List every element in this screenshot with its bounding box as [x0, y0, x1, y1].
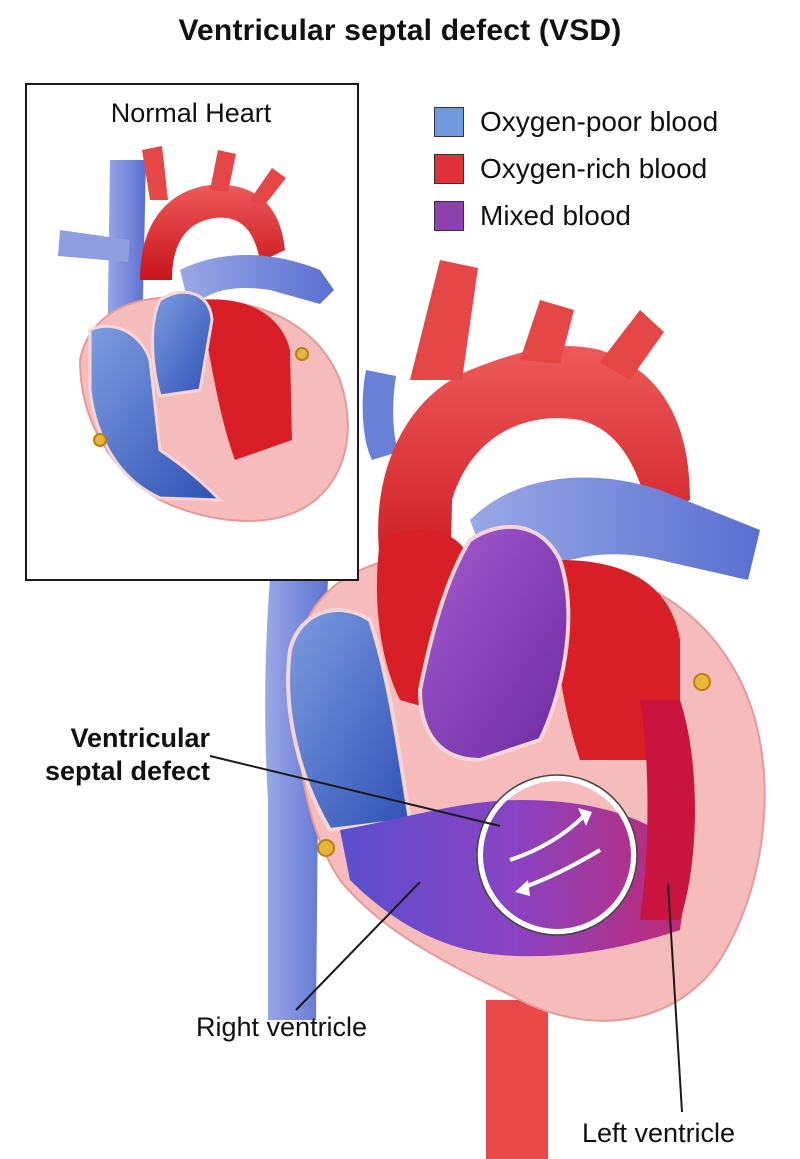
left-ventricle-label: Left ventricle: [582, 1118, 736, 1148]
legend-swatch-red: [434, 153, 464, 184]
vsd-highlight-circle: [477, 775, 637, 935]
mixed-outflow: [417, 525, 571, 763]
flow-arrow-right: [509, 813, 587, 862]
normal-heart-label: Normal Heart: [110, 98, 272, 128]
vsd-label: Ventricular septal defect: [20, 722, 210, 788]
aortic-arch: [378, 346, 690, 600]
diagram-title: Ventricular septal defect (VSD): [178, 14, 622, 47]
vsd-label-line1: Ventricular: [70, 723, 210, 753]
legend-swatch-purple: [434, 200, 464, 231]
legend: Oxygen-poor blood Oxygen-rich blood Mixe…: [434, 98, 718, 239]
right-ventricle-label: Right ventricle: [196, 1012, 368, 1042]
legend-item-oxygen-rich: Oxygen-rich blood: [434, 145, 718, 192]
flow-arrow-left: [521, 848, 602, 890]
vsd-leader-line: [209, 755, 501, 827]
legend-item-oxygen-poor: Oxygen-poor blood: [434, 98, 718, 145]
lv-leader-line: [667, 883, 683, 1113]
right-atrium: [286, 608, 413, 833]
legend-label: Mixed blood: [480, 199, 631, 231]
main-heart: [265, 260, 766, 1159]
legend-item-mixed: Mixed blood: [434, 192, 718, 239]
legend-label: Oxygen-rich blood: [480, 152, 708, 184]
descending-aorta: [486, 1000, 548, 1159]
rv-leader-line: [295, 881, 421, 1011]
legend-swatch-blue: [434, 106, 464, 137]
normal-heart: [58, 146, 349, 522]
vsd-label-line2: septal defect: [44, 756, 210, 786]
legend-label: Oxygen-poor blood: [480, 105, 719, 137]
ventricles: [340, 800, 690, 957]
